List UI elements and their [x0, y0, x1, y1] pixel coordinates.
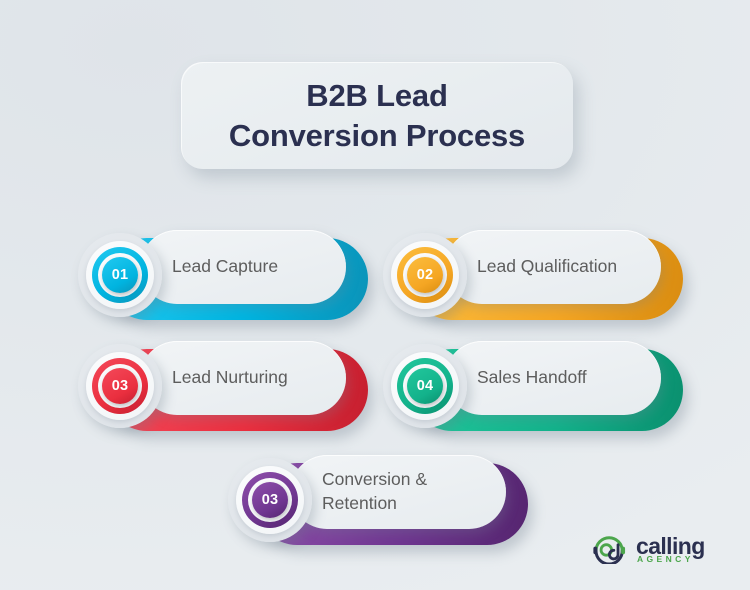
- badge-gap-ring: 03: [248, 478, 292, 522]
- badge-ring-white: 02: [391, 241, 459, 309]
- logo-wordmark: calling AGENCY: [636, 532, 705, 564]
- step-number: 01: [111, 267, 129, 283]
- badge-ring-color: 03: [92, 358, 148, 414]
- step-label-pill: Sales Handoff: [445, 341, 661, 415]
- step-number-badge: 03: [228, 458, 312, 542]
- step-label: Lead Qualification: [477, 256, 618, 277]
- step-label: Sales Handoff: [477, 367, 587, 388]
- badge-core: 01: [102, 257, 138, 293]
- step-number: 03: [261, 492, 279, 508]
- step-number: 02: [416, 267, 434, 283]
- badge-ring-color: 04: [397, 358, 453, 414]
- page-title: B2B Lead Conversion Process: [228, 77, 526, 153]
- step-label-pill: Lead Nurturing: [140, 341, 346, 415]
- step-number: 04: [416, 378, 434, 394]
- step-number-badge: 04: [383, 344, 467, 428]
- logo-tagline: AGENCY: [637, 553, 694, 564]
- badge-ring-white: 01: [86, 241, 154, 309]
- title-card: B2B Lead Conversion Process: [181, 62, 573, 169]
- step-number: 03: [111, 378, 129, 394]
- badge-core: 03: [252, 482, 288, 518]
- step-item-5[interactable]: Conversion & Retention 03: [228, 455, 528, 545]
- badge-ring-color: 01: [92, 247, 148, 303]
- badge-ring-white: 03: [236, 466, 304, 534]
- badge-core: 04: [407, 368, 443, 404]
- badge-core: 03: [102, 368, 138, 404]
- brand-logo[interactable]: calling AGENCY: [592, 527, 732, 571]
- step-number-badge: 01: [78, 233, 162, 317]
- step-label: Conversion & Retention: [322, 469, 428, 513]
- badge-ring-white: 04: [391, 352, 459, 420]
- step-item-3[interactable]: Lead Nurturing 03: [78, 341, 368, 431]
- step-number-badge: 02: [383, 233, 467, 317]
- badge-core: 02: [407, 257, 443, 293]
- badge-gap-ring: 01: [98, 253, 142, 297]
- step-label-pill: Conversion & Retention: [290, 455, 506, 529]
- badge-gap-ring: 04: [403, 364, 447, 408]
- badge-ring-color: 02: [397, 247, 453, 303]
- headset-logo-icon: [593, 536, 626, 564]
- badge-ring-white: 03: [86, 352, 154, 420]
- step-item-2[interactable]: Lead Qualification 02: [383, 230, 683, 320]
- step-label-pill: Lead Capture: [140, 230, 346, 304]
- badge-ring-color: 03: [242, 472, 298, 528]
- step-label-pill: Lead Qualification: [445, 230, 661, 304]
- logo-name: calling: [636, 532, 705, 559]
- step-item-1[interactable]: Lead Capture 01: [78, 230, 368, 320]
- badge-gap-ring: 03: [98, 364, 142, 408]
- badge-gap-ring: 02: [403, 253, 447, 297]
- step-number-badge: 03: [78, 344, 162, 428]
- step-label: Lead Nurturing: [172, 367, 288, 388]
- step-label: Lead Capture: [172, 256, 279, 277]
- step-item-4[interactable]: Sales Handoff 04: [383, 341, 683, 431]
